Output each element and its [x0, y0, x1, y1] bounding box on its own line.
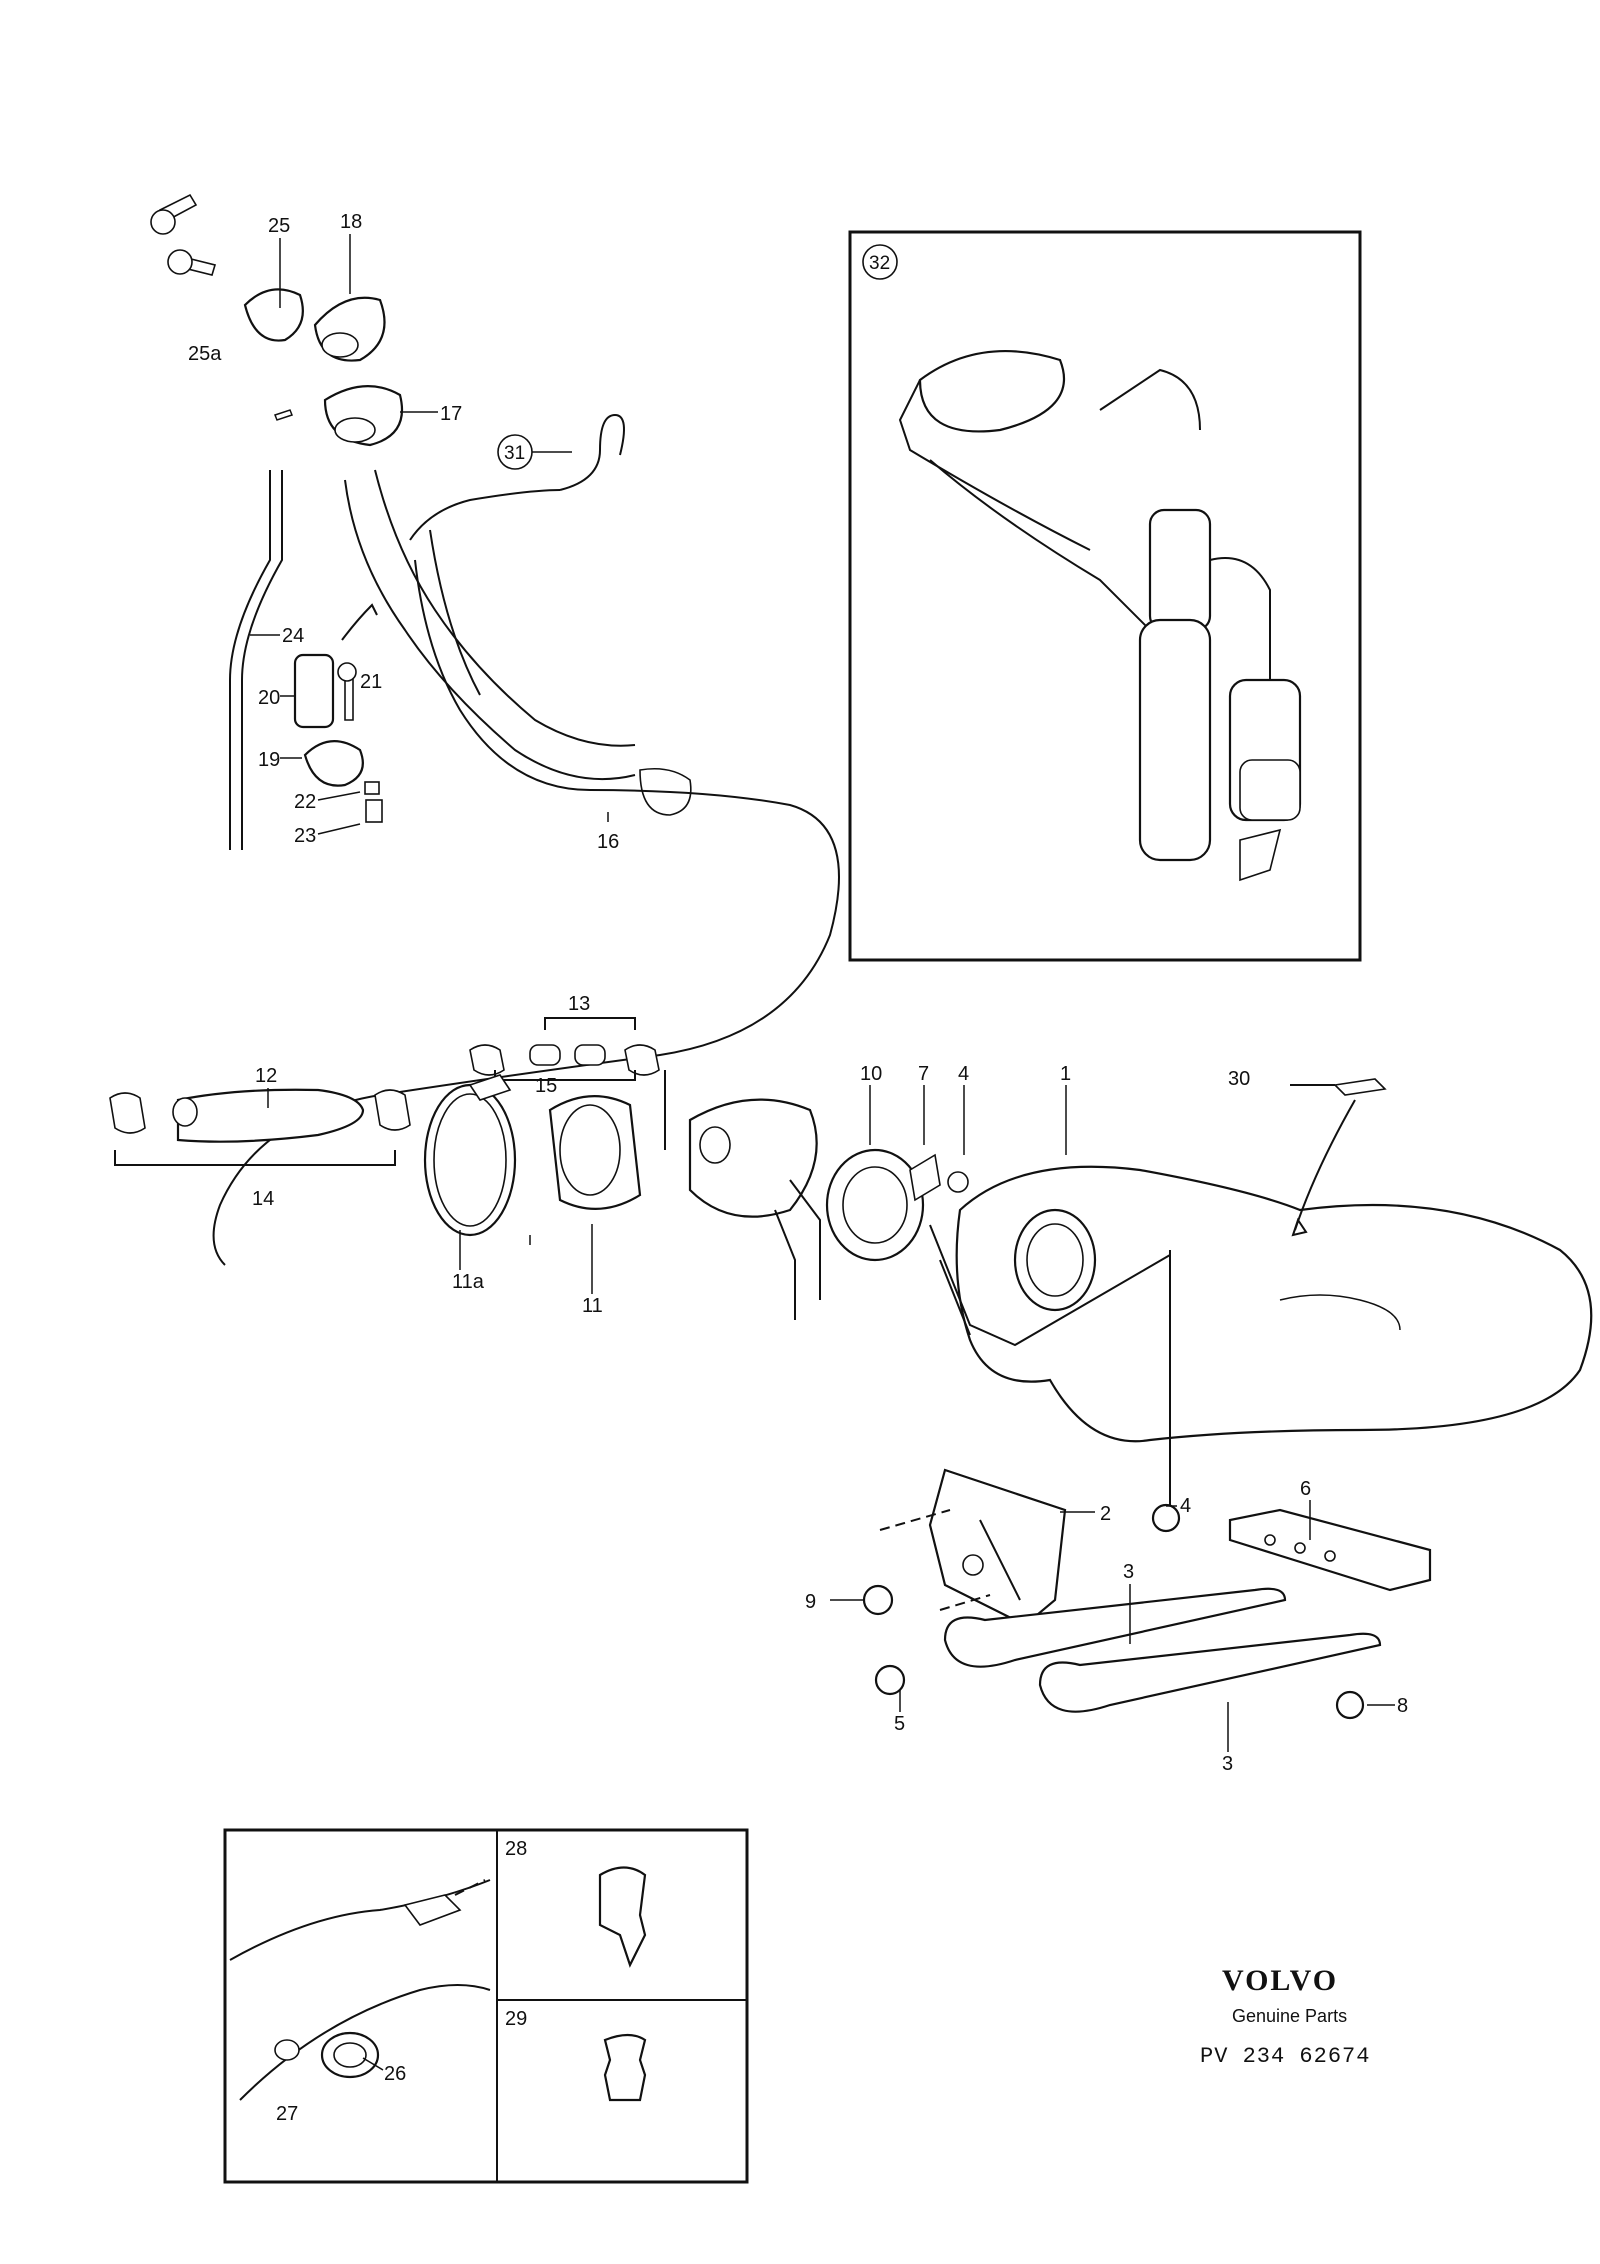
filler-cap	[313, 296, 386, 362]
hose-and-clamps	[109, 1088, 411, 1166]
clip-set	[469, 1017, 666, 1150]
small-bracket	[909, 1153, 969, 1202]
part-labels: 1 2 3 3 4 4 5 6 7 8 9 10 11 11a 12 13 14…	[188, 211, 1408, 2125]
part-label: 25a	[188, 343, 222, 365]
part-label: 18	[340, 211, 362, 233]
part-label: 3	[1123, 1561, 1134, 1583]
part-label: 16	[597, 831, 619, 853]
part-label: 12	[255, 1065, 277, 1087]
level-sender	[688, 1098, 821, 1320]
part-label: 23	[294, 825, 316, 847]
part-label: 31	[504, 443, 525, 464]
part-label: 7	[918, 1063, 929, 1085]
inset-tank-bottom	[223, 1828, 749, 2184]
label-plate	[1290, 1078, 1387, 1237]
part-label: 1	[1060, 1063, 1071, 1085]
large-clamp	[423, 1074, 517, 1237]
badge-32	[862, 244, 898, 280]
part-label: 4	[1180, 1495, 1191, 1517]
part-label: 27	[276, 2103, 298, 2125]
heat-shield	[928, 1468, 1067, 1627]
part-label: 3	[1222, 1753, 1233, 1775]
part-label: 22	[294, 791, 316, 813]
sealing-ring	[825, 1148, 925, 1262]
leader-lines	[250, 234, 1395, 2071]
part-label: 4	[958, 1063, 969, 1085]
brand-tagline: Genuine Parts	[1232, 2006, 1347, 2026]
brand-name: VOLVO	[1222, 1964, 1338, 1997]
part-label: 21	[360, 671, 382, 693]
part-label: 24	[282, 625, 304, 647]
lock-ring	[548, 1095, 642, 1210]
fasteners	[862, 1503, 1365, 1720]
brand-block: VOLVO Genuine Parts PV 234 62674	[1200, 1964, 1370, 2069]
inset-fuel-pump	[848, 230, 1362, 962]
fuel-tank	[929, 1165, 1593, 1510]
part-label: 28	[505, 1838, 527, 1860]
part-label: 13	[568, 993, 590, 1015]
part-catalog-code: PV 234 62674	[1200, 2044, 1370, 2069]
part-label: 17	[440, 403, 462, 425]
part-label: 30	[1228, 1068, 1250, 1090]
filler-hose	[344, 469, 692, 816]
clamp-bracket-parts	[293, 603, 383, 823]
part-label: 32	[869, 253, 890, 274]
part-label: 11a	[452, 1271, 485, 1293]
part-label: 14	[252, 1188, 274, 1210]
part-label: 15	[535, 1075, 557, 1097]
part-label: 11	[582, 1295, 603, 1317]
part-label: 26	[384, 2063, 406, 2085]
part-label: 5	[894, 1713, 905, 1735]
part-label: 29	[505, 2008, 527, 2030]
part-label: 8	[1397, 1695, 1408, 1717]
part-label: 2	[1100, 1503, 1111, 1525]
drain-pipe	[229, 409, 293, 850]
part-label: 6	[1300, 1478, 1311, 1500]
part-label: 25	[268, 215, 290, 237]
filler-neck-top	[323, 385, 404, 447]
tank-straps	[943, 1587, 1382, 1713]
part-label: 9	[805, 1591, 816, 1613]
cross-member	[1228, 1508, 1432, 1592]
keys-and-lock-cylinder	[150, 193, 304, 342]
part-label: 20	[258, 687, 280, 709]
part-label: 19	[258, 749, 280, 771]
part-label: 10	[860, 1063, 882, 1085]
